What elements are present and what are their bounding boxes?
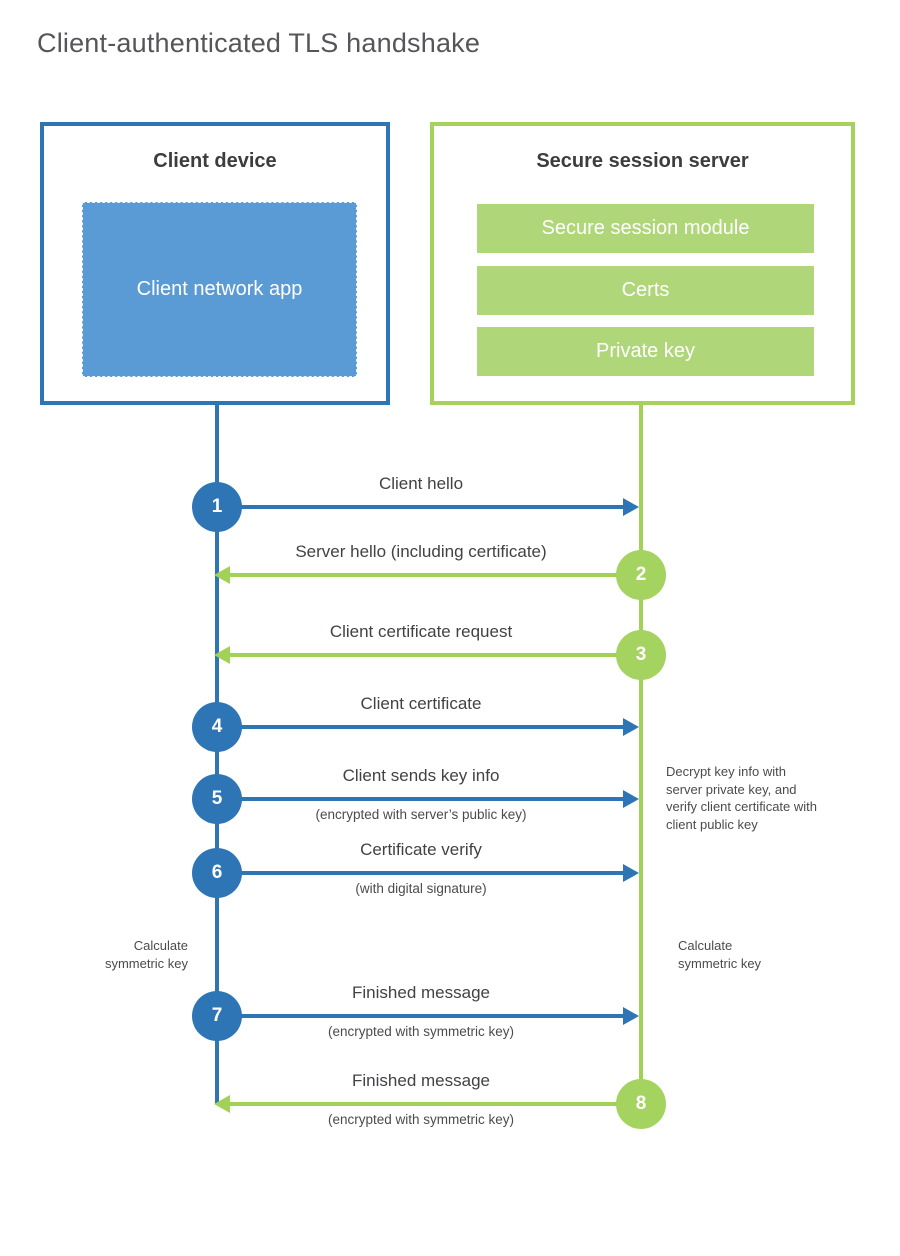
step-8-sublabel: (encrypted with symmetric key) xyxy=(327,1112,515,1127)
step-5-arrow xyxy=(219,797,623,801)
step-5-label: Client sends key info xyxy=(342,766,500,785)
step-1-number: 1 xyxy=(211,496,223,517)
secure-session-module-bar: Secure session module xyxy=(477,204,814,253)
page-title: Client-authenticated TLS handshake xyxy=(37,28,481,58)
step-3-label: Client certificate request xyxy=(329,622,513,641)
step-8-arrow xyxy=(230,1102,641,1106)
client-network-app-label: Client network app xyxy=(136,278,303,300)
server-lifeline xyxy=(639,405,643,1104)
certs-bar: Certs xyxy=(477,266,814,315)
step-2-marker: 2 xyxy=(616,550,666,600)
step-5-arrowhead-icon xyxy=(623,790,639,808)
step-4-arrowhead-icon xyxy=(623,718,639,736)
step-7-arrow xyxy=(219,1014,623,1018)
step-4-marker: 4 xyxy=(192,702,242,752)
step-7-number: 7 xyxy=(211,1005,223,1026)
client-network-app-box: Client network app xyxy=(82,202,357,377)
step-1-label: Client hello xyxy=(378,474,464,493)
step-7-sublabel: (encrypted with symmetric key) xyxy=(327,1024,515,1039)
step-4-arrow xyxy=(219,725,623,729)
step-3-arrow xyxy=(230,653,641,657)
step-1-arrowhead-icon xyxy=(623,498,639,516)
server-calculate-note: Calculate symmetric key xyxy=(678,938,762,971)
client-lifeline xyxy=(215,405,219,1104)
step-4-number: 4 xyxy=(211,716,223,737)
step-6-sublabel: (with digital signature) xyxy=(355,881,487,896)
step-6-label: Certificate verify xyxy=(360,840,482,859)
step-2-arrowhead-icon xyxy=(214,566,230,584)
step-3-marker: 3 xyxy=(616,630,666,680)
secure-session-server-title: Secure session server xyxy=(536,150,749,172)
step-6-number: 6 xyxy=(211,862,223,883)
step-8-arrowhead-icon xyxy=(214,1095,230,1113)
step-1-marker: 1 xyxy=(192,482,242,532)
private-key-bar: Private key xyxy=(477,327,814,376)
step-6-marker: 6 xyxy=(192,848,242,898)
step-1-arrow xyxy=(219,505,623,509)
step-6-arrow xyxy=(219,871,623,875)
client-device-box: Client device Client network app xyxy=(40,122,390,405)
step-6-arrowhead-icon xyxy=(623,864,639,882)
step-3-arrowhead-icon xyxy=(214,646,230,664)
step-7-arrowhead-icon xyxy=(623,1007,639,1025)
step-8-marker: 8 xyxy=(616,1079,666,1129)
step-5-marker: 5 xyxy=(192,774,242,824)
step-7-label: Finished message xyxy=(352,983,490,1002)
client-calculate-note: Calculate symmetric key xyxy=(104,938,188,971)
step-2-label: Server hello (including certificate) xyxy=(295,542,547,561)
client-device-title: Client device xyxy=(153,150,277,172)
step-4-label: Client certificate xyxy=(360,694,482,713)
step-8-number: 8 xyxy=(635,1093,647,1114)
secure-session-server-box: Secure session server Secure session mod… xyxy=(430,122,855,405)
step-5-number: 5 xyxy=(211,788,223,809)
step-5-sublabel: (encrypted with server’s public key) xyxy=(315,807,527,822)
step-2-number: 2 xyxy=(635,564,647,585)
step-2-arrow xyxy=(230,573,641,577)
step-7-marker: 7 xyxy=(192,991,242,1041)
server-decrypt-note: Decrypt key info with server private key… xyxy=(666,764,817,832)
step-8-label: Finished message xyxy=(352,1071,490,1090)
step-3-number: 3 xyxy=(635,644,647,665)
